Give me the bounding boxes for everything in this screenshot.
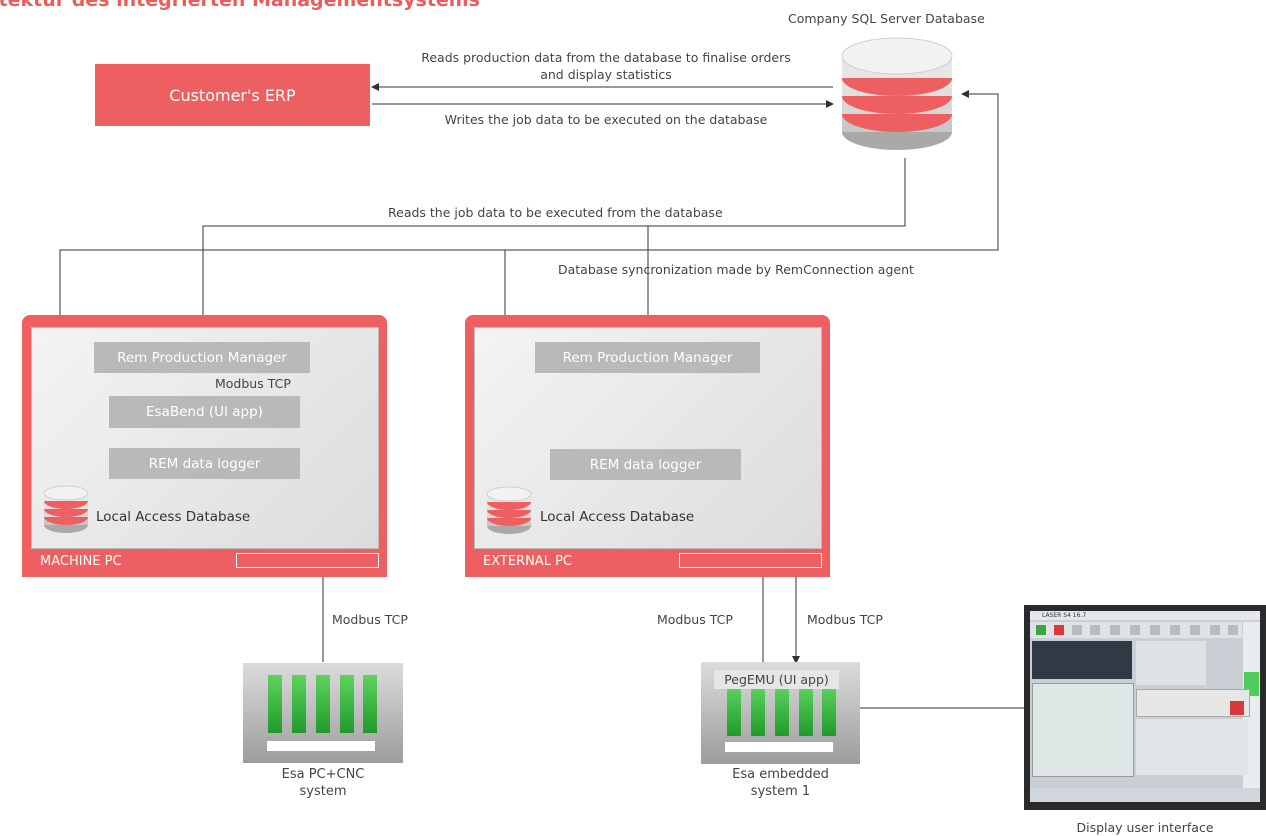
page-title: itektur des integrierten Managementsyste… [0,0,480,11]
led-bar [292,675,306,733]
led-bar [363,675,377,733]
modbus-label-left: Modbus TCP [332,612,408,627]
led-bar [822,686,836,736]
esa-pc-cnc-device [243,663,403,763]
machine-local-db-label: Local Access Database [96,509,251,525]
screen-plot [1032,683,1134,777]
erp-box: Customer's ERP [95,64,370,126]
arrow-label-reads-2: and display statistics [540,67,672,82]
display-label: Display user interface [1076,820,1214,835]
pegemu-label: PegEMU (UI app) [714,670,839,689]
external-pc-label: EXTERNAL PC [483,554,572,569]
sql-db-label: Company SQL Server Database [788,11,985,26]
modbus-label-right: Modbus TCP [807,612,883,627]
arrow-label-reads-1: Reads production data from the database … [421,50,791,65]
led-bar [340,675,354,733]
led-bar [316,675,330,733]
device-white-bar [725,742,833,752]
machine-pc-bar [236,553,379,568]
arrow-label-sync: Database syncronization made by RemConne… [558,262,914,277]
machine-logger-box: REM data logger [109,448,300,479]
database-icon [841,37,953,150]
esa-embedded-label-2: system 1 [750,784,811,799]
led-bar [727,686,741,736]
esabend-box: EsaBend (UI app) [109,396,300,428]
external-rpm-box: Rem Production Manager [535,342,760,373]
esa-pc-label-2: system [299,784,347,799]
screen-readout [1032,641,1132,679]
external-local-db-label: Local Access Database [540,509,695,525]
display-screen: LASER S4 16.7 [1024,605,1266,810]
led-bar [799,686,813,736]
screen-title: LASER S4 16.7 [1042,612,1087,619]
esa-embedded-label-1: Esa embedded [732,767,829,782]
local-database-icon [486,486,532,534]
machine-modbus-label: Modbus TCP [215,376,291,391]
arrow-label-reads-job: Reads the job data to be executed from t… [388,205,723,220]
led-bar [751,686,765,736]
esa-embedded-device: PegEMU (UI app) [701,662,860,764]
machine-pc-label: MACHINE PC [40,554,122,569]
external-pc-bar [679,553,822,568]
modbus-label-mid: Modbus TCP [657,612,733,627]
screen-toolbar [1030,622,1242,638]
led-bar [268,675,282,733]
device-white-bar [267,741,375,751]
esa-pc-label-1: Esa PC+CNC [281,767,365,782]
display-screen-content: LASER S4 16.7 [1030,611,1260,802]
external-logger-box: REM data logger [550,449,741,480]
machine-rpm-box: Rem Production Manager [94,342,310,373]
led-bar [775,686,789,736]
local-database-icon [43,485,89,533]
arrow-label-writes: Writes the job data to be executed on th… [444,112,768,127]
